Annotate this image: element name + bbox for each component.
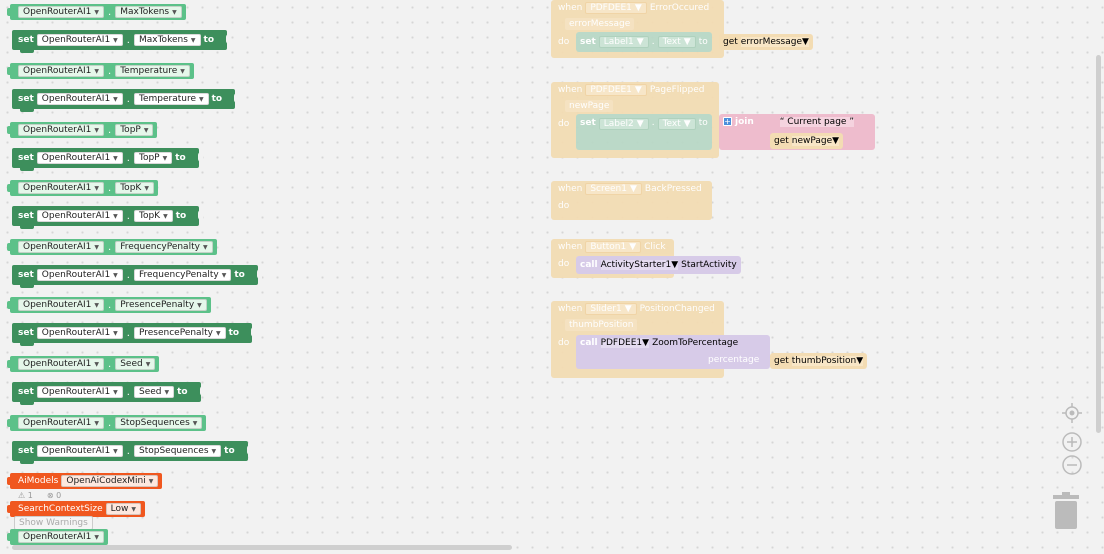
getter-stopsequences[interactable]: OpenRouterAI1▼ . StopSequences▼ — [6, 415, 207, 431]
component-dropdown[interactable]: Screen1▼ — [585, 183, 642, 195]
search-context-dropdown[interactable]: Low▼ — [105, 503, 142, 515]
variable-dropdown[interactable]: errorMessage▼ — [740, 37, 809, 47]
setter-seed[interactable]: set OpenRouterAI1▼ . Seed▼ to — [12, 382, 205, 405]
component-dropdown[interactable]: PDFDEE1▼ — [585, 84, 647, 96]
component-dropdown[interactable]: OpenRouterAI1▼ — [36, 152, 123, 164]
component-dropdown[interactable]: OpenRouterAI1▼ — [18, 358, 105, 370]
event-param[interactable]: thumbPosition — [565, 319, 638, 331]
event-pageFlipped[interactable]: when PDFDEE1▼ PageFlipped newPage do set… — [551, 82, 719, 158]
component-dropdown[interactable]: OpenRouterAI1▼ — [36, 34, 123, 46]
error-x-icon: ⊗ 0 — [46, 491, 62, 500]
property-dropdown[interactable]: FrequencyPenalty▼ — [115, 241, 213, 253]
call-startactivity[interactable]: call ActivityStarter1▼ StartActivity — [576, 256, 741, 274]
get-errormessage[interactable]: get errorMessage▼ — [719, 34, 813, 50]
component-dropdown[interactable]: OpenRouterAI1▼ — [36, 445, 123, 457]
horizontal-scrollbar[interactable] — [12, 545, 512, 550]
get-thumbposition[interactable]: get thumbPosition▼ — [770, 353, 868, 369]
property-dropdown[interactable]: TopP▼ — [133, 152, 173, 164]
setter-topp[interactable]: set OpenRouterAI1▼ . TopP▼ to — [12, 148, 203, 171]
crosshair-icon[interactable] — [1061, 402, 1083, 424]
getter-frequencypenalty[interactable]: OpenRouterAI1▼ . FrequencyPenalty▼ — [7, 239, 217, 255]
property-dropdown[interactable]: Temperature▼ — [115, 65, 190, 77]
search-context-size-block[interactable]: SearchContextSize Low▼ — [6, 501, 146, 517]
component-dropdown[interactable]: OpenRouterAI1▼ — [36, 327, 123, 339]
component-dropdown[interactable]: OpenRouterAI1▼ — [18, 65, 105, 77]
getter-topk[interactable]: OpenRouterAI1▼ . TopK▼ — [7, 180, 158, 196]
getter-seed[interactable]: OpenRouterAI1▼ . Seed▼ — [6, 356, 160, 372]
property-dropdown[interactable]: TopK▼ — [133, 210, 173, 222]
component-dropdown[interactable]: OpenRouterAI1▼ — [18, 299, 105, 311]
property-dropdown[interactable]: Seed▼ — [115, 358, 156, 370]
component-dropdown[interactable]: Label2▼ — [598, 118, 649, 130]
property-dropdown[interactable]: MaxTokens▼ — [115, 6, 182, 18]
zoom-in-icon[interactable] — [1061, 431, 1083, 453]
setter-maxtokens[interactable]: set OpenRouterAI1▼ . MaxTokens▼ to — [12, 30, 232, 53]
warning-triangle-icon: ⚠ 1 — [18, 491, 33, 500]
property-dropdown[interactable]: Text▼ — [657, 36, 696, 48]
component-dropdown[interactable]: OpenRouterAI1▼ — [36, 210, 123, 222]
property-dropdown[interactable]: PresencePenalty▼ — [115, 299, 207, 311]
get-newpage[interactable]: get newPage▼ — [770, 133, 844, 149]
set-label1-text[interactable]: set Label1▼ . Text▼ to — [576, 32, 712, 52]
trash-icon[interactable] — [1052, 491, 1080, 531]
event-param[interactable]: newPage — [565, 100, 614, 112]
getter-presencepenalty[interactable]: OpenRouterAI1▼ . PresencePenalty▼ — [7, 297, 211, 313]
component-dropdown[interactable]: OpenRouterAI1▼ — [18, 124, 105, 136]
component-dropdown[interactable]: Label1▼ — [598, 36, 649, 48]
vertical-scrollbar[interactable] — [1096, 55, 1101, 433]
setter-topk[interactable]: set OpenRouterAI1▼ . TopK▼ to — [12, 206, 204, 229]
component-dropdown[interactable]: OpenRouterAI1▼ — [36, 93, 123, 105]
getter-temperature[interactable]: OpenRouterAI1▼ . Temperature▼ — [7, 63, 194, 79]
warning-indicator: ⚠ 1 ⊗ 0 — [18, 491, 61, 500]
arg-label-percentage: percentage — [708, 355, 760, 365]
mutator-gear-icon[interactable]: + — [723, 117, 732, 126]
event-backPressed[interactable]: when Screen1▼ BackPressed do — [551, 181, 712, 220]
property-dropdown[interactable]: StopSequences▼ — [133, 445, 222, 457]
component-dropdown[interactable]: Slider1▼ — [585, 303, 637, 315]
variable-dropdown[interactable]: newPage▼ — [791, 136, 840, 146]
component-dropdown[interactable]: Button1▼ — [585, 241, 642, 253]
property-dropdown[interactable]: Text▼ — [657, 118, 696, 130]
property-dropdown[interactable]: Seed▼ — [133, 386, 175, 398]
event-param[interactable]: errorMessage — [565, 18, 635, 30]
property-dropdown[interactable]: Temperature▼ — [133, 93, 209, 105]
component-dropdown[interactable]: PDFDEE1▼ — [600, 338, 650, 348]
property-dropdown[interactable]: PresencePenalty▼ — [133, 327, 226, 339]
variable-dropdown[interactable]: thumbPosition▼ — [791, 356, 864, 366]
setter-temperature[interactable]: set OpenRouterAI1▼ . Temperature▼ to — [12, 89, 240, 112]
getter-bottom[interactable]: OpenRouterAI1▼ — [6, 529, 109, 545]
property-dropdown[interactable]: TopP▼ — [115, 124, 154, 136]
ai-models-block[interactable]: AiModels OpenAiCodexMini▼ — [6, 473, 163, 489]
ai-model-dropdown[interactable]: OpenAiCodexMini▼ — [61, 475, 159, 487]
component-dropdown[interactable]: OpenRouterAI1▼ — [36, 269, 123, 281]
setter-stopsequences[interactable]: set OpenRouterAI1▼ . StopSequences▼ to — [12, 441, 252, 464]
getter-maxtokens[interactable]: OpenRouterAI1▼ . MaxTokens▼ — [7, 4, 186, 20]
property-dropdown[interactable]: StopSequences▼ — [115, 417, 203, 429]
component-dropdown[interactable]: OpenRouterAI1▼ — [18, 417, 105, 429]
zoom-out-icon[interactable] — [1061, 454, 1083, 476]
call-zoomtopercentage[interactable]: call PDFDEE1▼ ZoomToPercentage — [576, 335, 770, 369]
component-dropdown[interactable]: OpenRouterAI1▼ — [18, 531, 105, 543]
event-errorOccured[interactable]: when PDFDEE1▼ ErrorOccured errorMessage … — [551, 0, 724, 58]
setter-frequencypenalty[interactable]: set OpenRouterAI1▼ . FrequencyPenalty▼ t… — [12, 265, 262, 288]
property-dropdown[interactable]: FrequencyPenalty▼ — [133, 269, 232, 281]
setter-presencepenalty[interactable]: set OpenRouterAI1▼ . PresencePenalty▼ to — [12, 323, 257, 346]
component-dropdown[interactable]: OpenRouterAI1▼ — [18, 241, 105, 253]
property-dropdown[interactable]: TopK▼ — [115, 182, 154, 194]
component-dropdown[interactable]: OpenRouterAI1▼ — [36, 386, 123, 398]
set-label2-text[interactable]: set Label2▼ . Text▼ to — [576, 114, 712, 150]
component-dropdown[interactable]: ActivityStarter1▼ — [600, 260, 679, 270]
component-dropdown[interactable]: OpenRouterAI1▼ — [18, 182, 105, 194]
text-literal[interactable]: “ Current page ” — [779, 117, 854, 127]
show-warnings-button[interactable]: Show Warnings — [14, 516, 93, 530]
property-dropdown[interactable]: MaxTokens▼ — [133, 34, 201, 46]
component-dropdown[interactable]: PDFDEE1▼ — [585, 2, 647, 14]
component-dropdown[interactable]: OpenRouterAI1▼ — [18, 6, 105, 18]
getter-topp[interactable]: OpenRouterAI1▼ . TopP▼ — [6, 122, 158, 138]
